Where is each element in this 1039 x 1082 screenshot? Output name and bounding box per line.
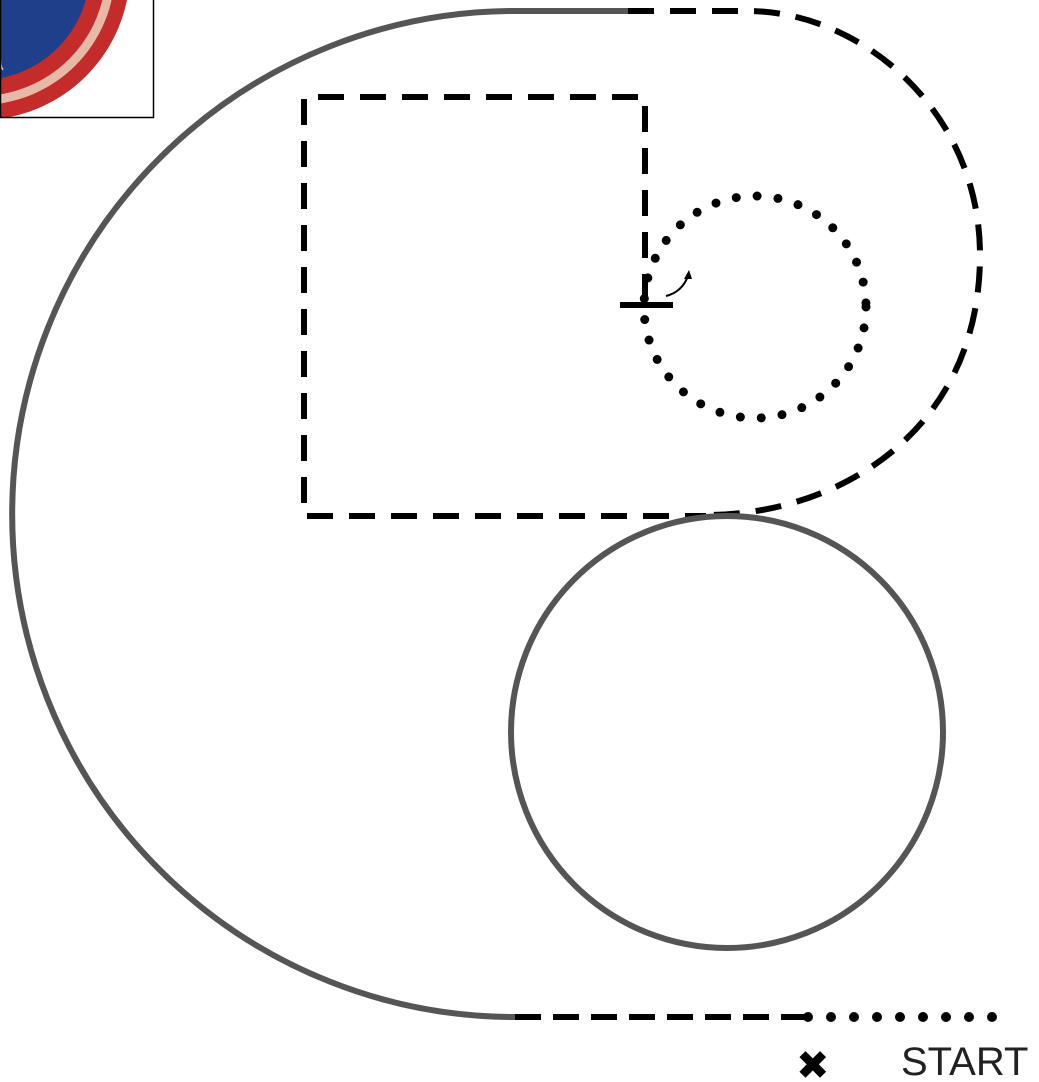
start-marker-icon: ✖ bbox=[796, 1043, 830, 1082]
lower-circle-solid bbox=[511, 516, 943, 948]
start-label: START bbox=[901, 1040, 1028, 1082]
outer-loop-dashed bbox=[628, 11, 980, 515]
dotted-circle bbox=[644, 196, 866, 418]
direction-arrow bbox=[666, 270, 692, 296]
logo-badge: 57 bbox=[0, 0, 154, 120]
